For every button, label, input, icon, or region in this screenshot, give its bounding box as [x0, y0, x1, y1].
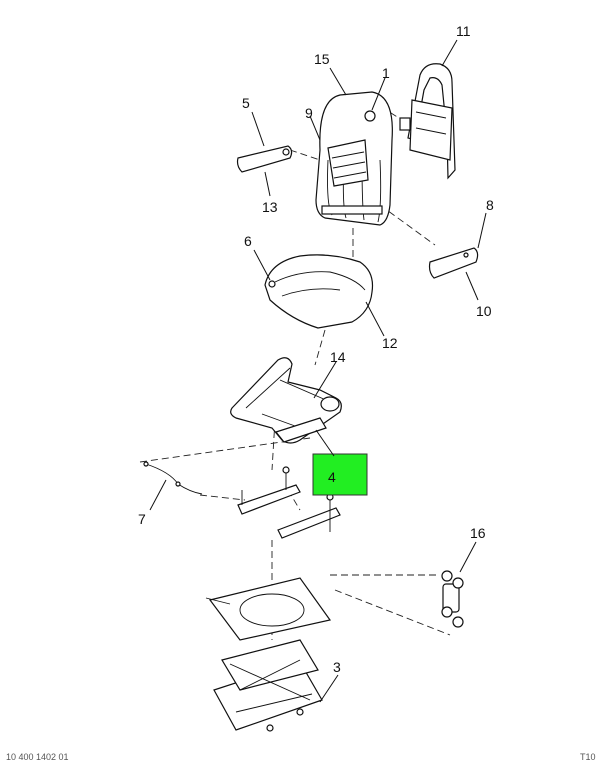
footer-left: 10 400 1402 01 [6, 752, 69, 762]
callout-6: 6 [244, 233, 252, 249]
leader-lines [149, 39, 487, 703]
mounting-base-plate [205, 577, 332, 641]
highlight-box[interactable] [312, 453, 368, 496]
footer-right: T10 [580, 752, 596, 762]
callout-9: 9 [305, 105, 313, 121]
part-12-seat-cushion [264, 254, 374, 329]
callout-7: 7 [138, 511, 146, 527]
assembly-lines [139, 99, 451, 640]
callout-13: 13 [262, 199, 278, 215]
callout-15: 15 [314, 51, 330, 67]
part-8-armrest-right [428, 247, 479, 279]
part-9-lumbar-pad [327, 139, 369, 187]
callout-12: 12 [382, 335, 398, 351]
callout-14: 14 [330, 349, 346, 365]
callout-1: 1 [382, 65, 390, 81]
callout-10: 10 [476, 303, 492, 319]
callout-labels: 1 15 11 9 5 13 6 12 8 10 14 7 16 3 [138, 23, 494, 675]
callout-5: 5 [242, 95, 250, 111]
part-11-back-frame [399, 63, 456, 180]
seat-slide-rails [237, 466, 341, 539]
part-5-armrest-left [236, 145, 293, 173]
callout-4: 4 [328, 469, 336, 485]
part-16-shock-absorber [441, 570, 464, 628]
callout-16: 16 [470, 525, 486, 541]
part-3-suspension [213, 639, 323, 732]
part-7-cable [143, 461, 203, 495]
part-14-seat-frame [230, 357, 342, 444]
highlight-callout-4[interactable]: 4 [312, 429, 368, 496]
callout-11: 11 [456, 23, 471, 39]
callout-3: 3 [333, 659, 341, 675]
callout-8: 8 [486, 197, 494, 213]
